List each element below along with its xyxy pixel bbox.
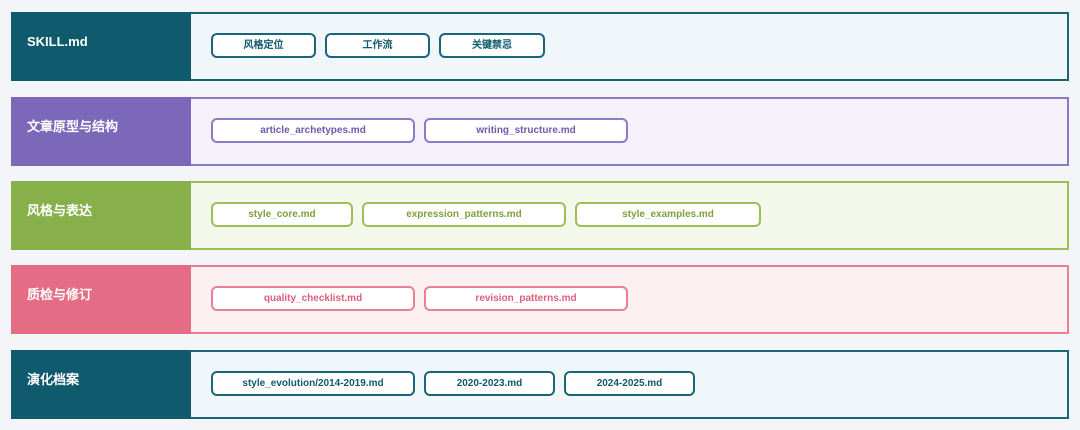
row-archetypes-structure: 文章原型与结构 article_archetypes.md writing_st… [11,97,1069,166]
row-label: 质检与修订 [11,265,191,334]
row-content: style_evolution/2014-2019.md 2020-2023.m… [191,350,1069,419]
file-pill[interactable]: 2024-2025.md [564,371,695,396]
row-content: quality_checklist.md revision_patterns.m… [191,265,1069,334]
row-content: style_core.md expression_patterns.md sty… [191,181,1069,250]
file-pill[interactable]: style_core.md [211,202,353,227]
file-pill[interactable]: revision_patterns.md [424,286,628,311]
row-style-expression: 风格与表达 style_core.md expression_patterns.… [11,181,1069,250]
file-pill[interactable]: 关键禁忌 [439,33,545,58]
file-pill[interactable]: article_archetypes.md [211,118,415,143]
row-content: article_archetypes.md writing_structure.… [191,97,1069,166]
row-evolution-archive: 演化档案 style_evolution/2014-2019.md 2020-2… [11,350,1069,419]
file-pill[interactable]: 工作流 [325,33,430,58]
row-label: 风格与表达 [11,181,191,250]
row-label: 演化档案 [11,350,191,419]
row-skill: SKILL.md 风格定位 工作流 关键禁忌 [11,12,1069,81]
row-quality-revision: 质检与修订 quality_checklist.md revision_patt… [11,265,1069,334]
file-pill[interactable]: 风格定位 [211,33,316,58]
row-label: 文章原型与结构 [11,97,191,166]
row-content: 风格定位 工作流 关键禁忌 [191,12,1069,81]
file-pill[interactable]: 2020-2023.md [424,371,555,396]
file-pill[interactable]: expression_patterns.md [362,202,566,227]
file-pill[interactable]: writing_structure.md [424,118,628,143]
file-pill[interactable]: style_examples.md [575,202,761,227]
row-label: SKILL.md [11,12,191,81]
file-pill[interactable]: style_evolution/2014-2019.md [211,371,415,396]
file-pill[interactable]: quality_checklist.md [211,286,415,311]
